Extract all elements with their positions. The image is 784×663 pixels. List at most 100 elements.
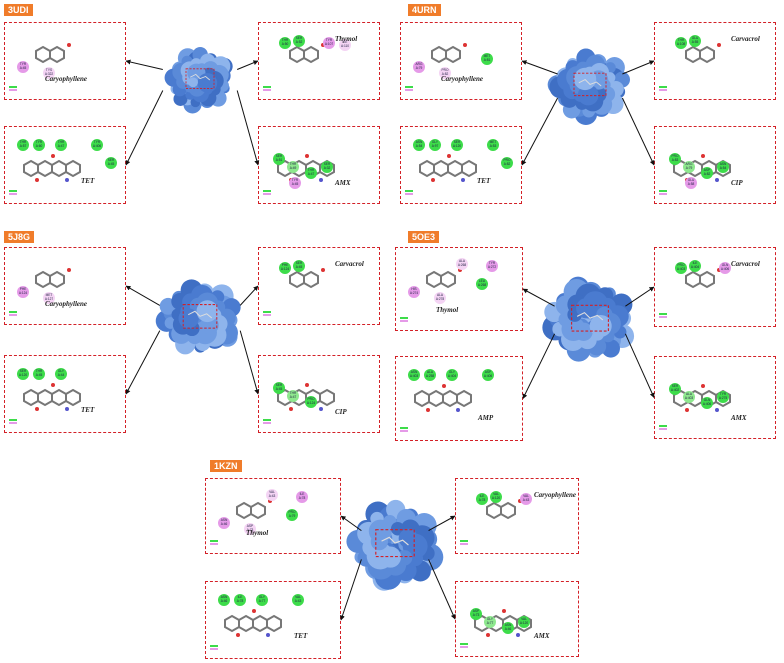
ligand-name: AMP: [478, 414, 494, 422]
interaction-legend: [659, 190, 719, 200]
residue-bubble: PRO A:124: [305, 396, 317, 408]
ligand-structure: [414, 384, 472, 412]
residue-bubble: ILE A:110: [339, 39, 351, 51]
residue-bubble: THR A:49: [287, 161, 299, 173]
interaction-legend: [263, 419, 323, 429]
protein-surface: [547, 48, 630, 126]
residue-bubble: GLY A:77: [256, 594, 268, 606]
ligand-name: Caryophyllene: [45, 300, 87, 308]
ligand-name: AMX: [534, 632, 550, 640]
ligand-structure: [23, 383, 81, 411]
residue-bubble: ARG A:79: [683, 161, 695, 173]
residue-bubble: ALA A:403: [683, 391, 695, 403]
residue-bubble: SER A:52: [293, 35, 305, 47]
ligand-structure: [419, 154, 477, 182]
ligand-name: AMX: [731, 414, 747, 422]
residue-bubble: ASP A:406: [482, 369, 494, 381]
residue-bubble: ILE A:78: [234, 594, 246, 606]
complex-label-4urn: 4URN: [408, 4, 441, 16]
ligand-name: TET: [294, 632, 308, 640]
interaction-legend: [9, 311, 69, 321]
ligand-name: Thymol: [335, 35, 358, 43]
protein-surface: [542, 276, 635, 362]
interaction-legend: [210, 645, 270, 655]
ligand-structure: [431, 43, 467, 64]
ligand-name: TET: [477, 177, 491, 185]
complex-label-1kzn: 1KZN: [210, 460, 242, 472]
ligand-structure: [23, 154, 81, 182]
ligand-structure: [35, 43, 71, 64]
residue-bubble: PRO A:82: [501, 157, 513, 169]
residue-bubble: VAL A:43: [520, 493, 532, 505]
residue-bubble: THR A:47: [55, 139, 67, 151]
residue-bubble: GLY A:77: [484, 616, 496, 628]
residue-bubble: TYR A:406: [91, 139, 103, 151]
residue-bubble: SER A:120: [451, 139, 463, 151]
residue-bubble: SER A:32: [321, 161, 333, 173]
residue-bubble: TYR A:107: [323, 37, 335, 49]
residue-bubble: GLY A:44: [55, 368, 67, 380]
interaction-legend: [659, 86, 719, 96]
ligand-structure: [224, 609, 282, 637]
ligand-name: Carvacrol: [335, 260, 364, 268]
interaction-legend: [263, 311, 323, 321]
residue-bubble: ILE A:78: [476, 493, 488, 505]
residue-bubble: LEU A:268: [476, 278, 488, 290]
residue-bubble: VAL A:43: [266, 489, 278, 501]
residue-bubble: GLU A:58: [685, 177, 697, 189]
residue-bubble: PHE A:124: [17, 286, 29, 298]
ligand-structure: [35, 268, 71, 289]
residue-bubble: VAL A:120: [518, 616, 530, 628]
interaction-legend: [659, 425, 719, 435]
ligand-name: Caryophyllene: [45, 75, 87, 83]
residue-bubble: THR A:45: [33, 368, 45, 380]
complex-label-3udi: 3UDI: [4, 4, 33, 16]
interaction-legend: [405, 86, 465, 96]
residue-bubble: TYS A:322: [43, 67, 55, 79]
interaction-legend: [210, 540, 270, 550]
residue-bubble: ASP A:82: [701, 167, 713, 179]
residue-bubble: TYR A:272: [486, 260, 498, 272]
ligand-name: TET: [81, 406, 95, 414]
interaction-legend: [400, 317, 460, 327]
ligand-structure: [289, 268, 325, 289]
residue-bubble: TYR A:45: [17, 61, 29, 73]
residue-bubble: THR A:47: [287, 390, 299, 402]
interaction-legend: [9, 190, 69, 200]
residue-bubble: SER A:51: [273, 153, 285, 165]
ligand-name: Caryophyllene: [441, 75, 483, 83]
protein-surface: [346, 499, 444, 591]
ligand-name: Thymol: [246, 529, 269, 537]
ligand-name: Carvacrol: [731, 260, 760, 268]
residue-bubble: ALA A:258: [424, 369, 436, 381]
residue-bubble: SER A:45: [293, 260, 305, 272]
residue-bubble: GLU A:55: [689, 35, 701, 47]
residue-bubble: ALA A:278: [434, 292, 446, 304]
residue-bubble: MET A:127: [43, 292, 55, 304]
residue-bubble: SER A:120: [17, 368, 29, 380]
residue-bubble: ILE A:78: [296, 491, 308, 503]
residue-bubble: ASP A:73: [244, 523, 256, 535]
protein-surface: [164, 47, 233, 114]
residue-bubble: ASN A:46: [502, 622, 514, 634]
residue-bubble: ASN A:46: [218, 517, 230, 529]
residue-bubble: PHE A:124: [279, 262, 291, 274]
interaction-legend: [263, 190, 323, 200]
ligand-name: AMX: [335, 179, 351, 187]
interaction-legend: [460, 540, 520, 550]
interaction-legend: [9, 86, 69, 96]
ligand-name: Thymol: [436, 306, 459, 314]
